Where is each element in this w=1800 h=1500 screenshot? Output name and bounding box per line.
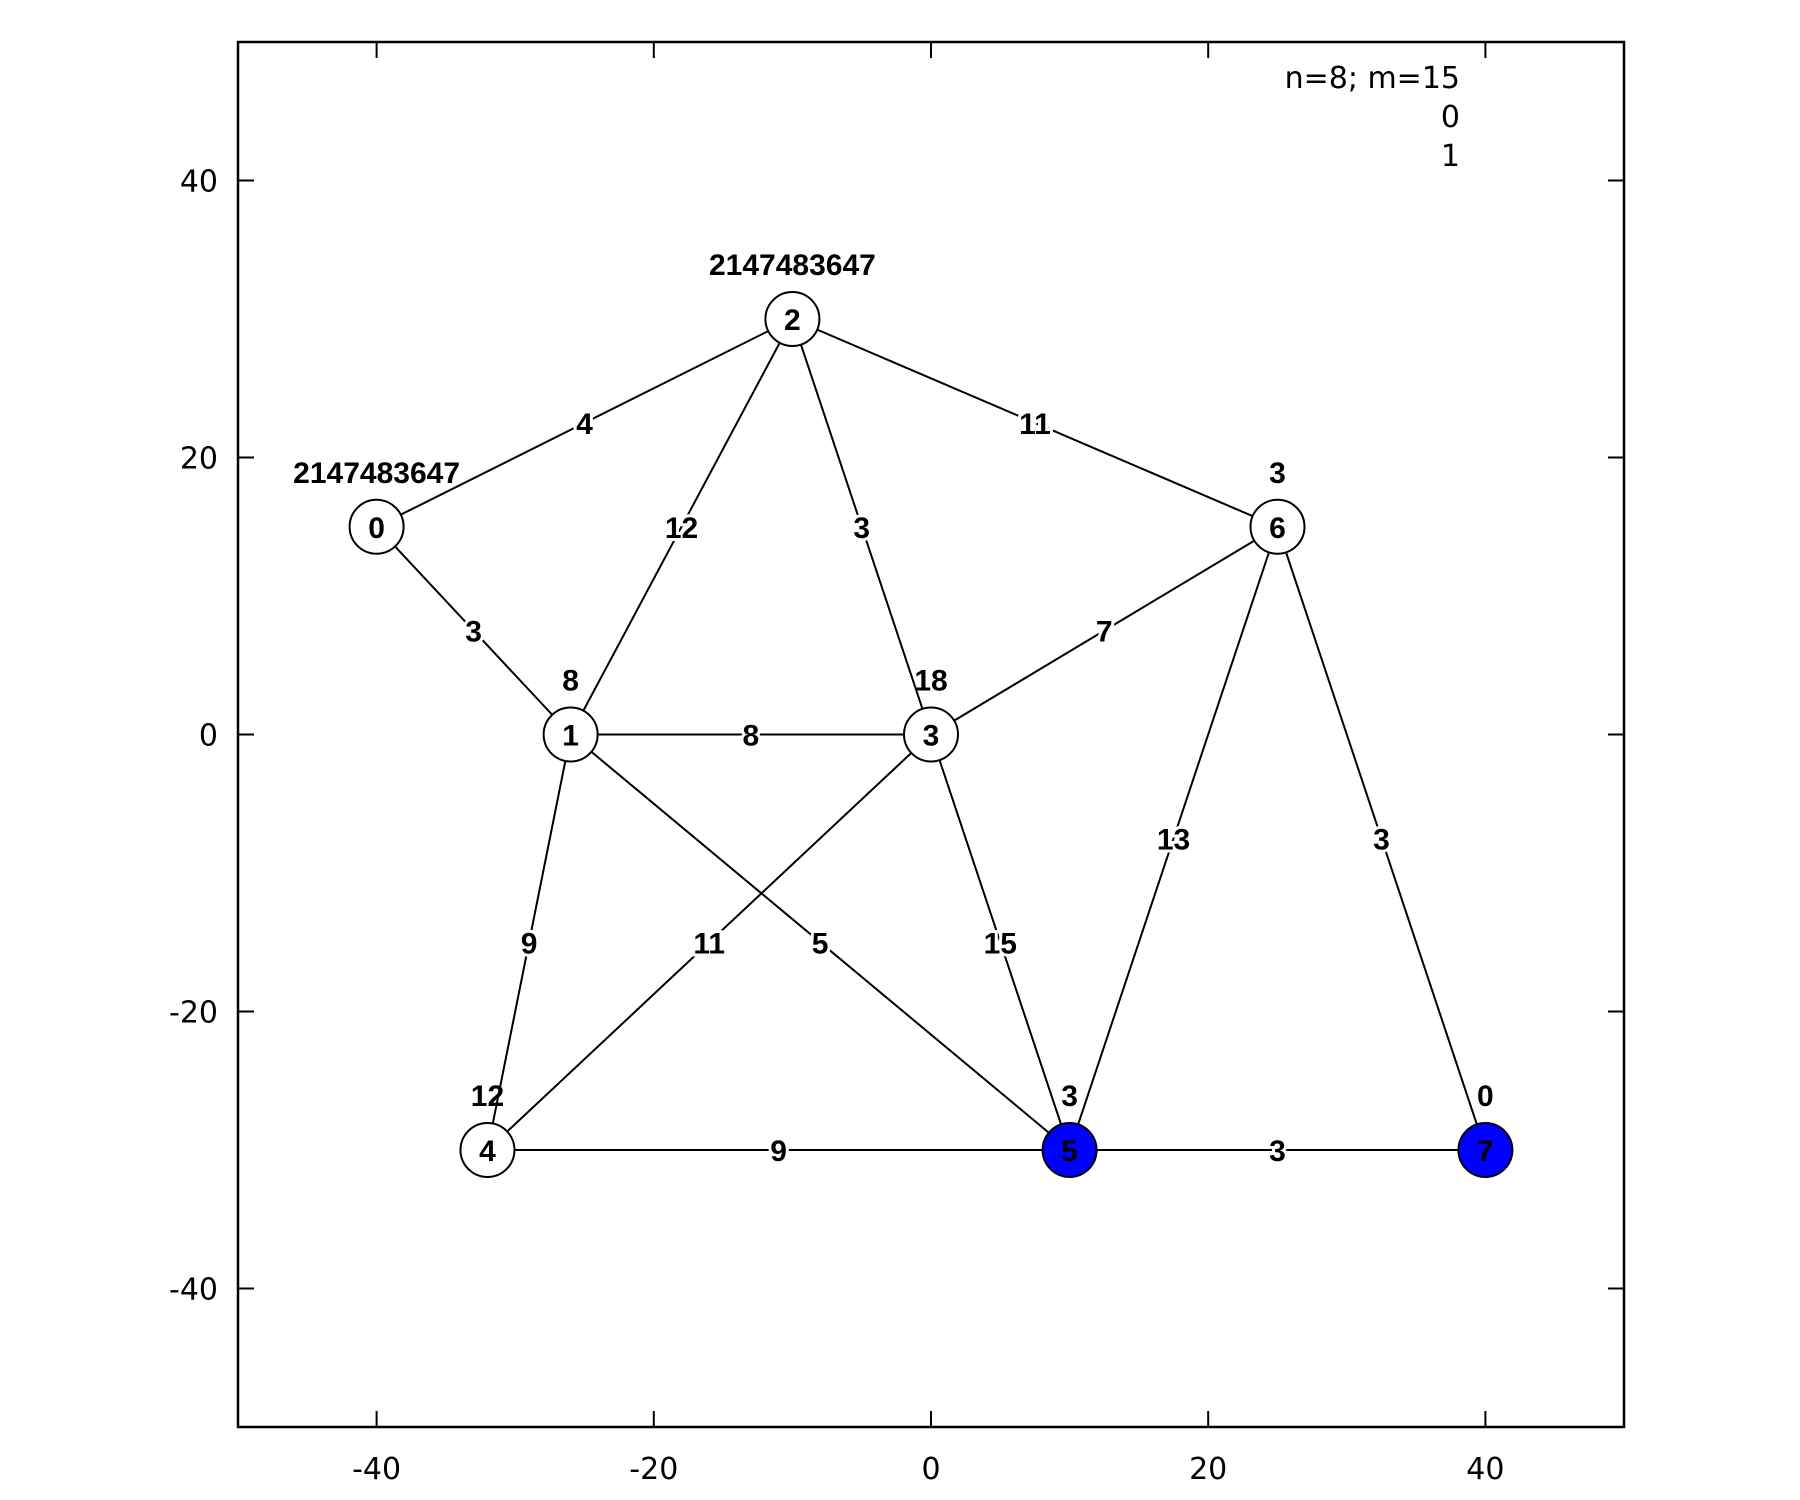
- node-id-label: 3: [923, 720, 940, 753]
- legend: n=8; m=15 0 1: [1285, 61, 1460, 174]
- edge-weight-label: 3: [465, 616, 482, 649]
- node-id-label: 2: [784, 304, 801, 337]
- node-circle: [459, 1122, 516, 1178]
- node-id-label: 4: [479, 1135, 496, 1168]
- x-tick-label: 20: [1189, 1452, 1227, 1487]
- edge-weight-label: 8: [742, 720, 759, 753]
- edge-weight-label: 11: [693, 927, 725, 960]
- edge-1-5: [570, 733, 1071, 1151]
- legend-line: n=8; m=15: [1285, 61, 1460, 96]
- edge-weight-label: 9: [770, 1135, 787, 1168]
- node-id-label: 5: [1061, 1135, 1078, 1168]
- node-4: 4 12: [459, 1080, 516, 1178]
- edge-weight-label: 4: [576, 408, 593, 441]
- node-distance-label: 2147483647: [709, 249, 876, 282]
- edge-weight-label: 5: [812, 927, 829, 960]
- edge-6-3: [930, 525, 1279, 736]
- edge-weight-label: 7: [1096, 616, 1113, 649]
- edge-2-6: [792, 318, 1278, 528]
- y-tick-label: 20: [180, 442, 218, 477]
- edge-weight-label: 13: [1157, 823, 1190, 856]
- y-tick-label: 40: [180, 165, 218, 200]
- edge-2-3: [791, 318, 932, 735]
- x-tick-label: 40: [1466, 1452, 1504, 1487]
- node-circle: [903, 706, 959, 763]
- node-circle: [348, 498, 405, 555]
- edge-1-4: [486, 734, 572, 1151]
- edge-6-5: [1068, 526, 1279, 1151]
- node-distance-label: 8: [562, 665, 579, 698]
- x-tick-label: -40: [352, 1452, 401, 1487]
- node-id-label: 6: [1269, 512, 1286, 545]
- node-2: 2 2147483647: [709, 249, 876, 347]
- node-7: 70: [1457, 1080, 1514, 1178]
- node-circle: [1249, 498, 1306, 555]
- edge-3-4: [486, 733, 932, 1151]
- node-circle: [764, 291, 821, 347]
- edge-0-2: [376, 318, 793, 528]
- legend-line: 0: [1441, 100, 1460, 135]
- node-0: 0 2147483647: [293, 457, 460, 555]
- node-distance-label: 3: [1269, 457, 1286, 490]
- node-5: 53: [1041, 1080, 1098, 1178]
- node-distance-label: 2147483647: [293, 457, 460, 490]
- edges: [375, 318, 1487, 1151]
- edge-weight-label: 15: [984, 927, 1017, 960]
- y-tick-label: -40: [169, 1273, 218, 1308]
- y-tick-label: -20: [169, 996, 218, 1031]
- node-id-label: 7: [1477, 1135, 1494, 1168]
- edge-weight-label: 3: [1269, 1135, 1286, 1168]
- node-distance-label: 0: [1477, 1080, 1494, 1113]
- edge-weight-label: 9: [521, 927, 538, 960]
- node-distance-label: 12: [471, 1080, 504, 1113]
- x-tick-label: 0: [921, 1452, 940, 1487]
- x-tick-label: -20: [629, 1452, 678, 1487]
- node-id-label: 1: [562, 720, 579, 753]
- edge-weight-label: 11: [1019, 408, 1051, 441]
- edge-weight-label: 3: [1373, 823, 1390, 856]
- node-circle: [1457, 1122, 1514, 1178]
- node-6: 63: [1249, 457, 1306, 555]
- node-distance-label: 3: [1061, 1080, 1078, 1113]
- edge-0-1: [375, 526, 572, 736]
- node-circle: [1041, 1122, 1098, 1178]
- node-circle: [542, 706, 599, 763]
- y-tick-label: 0: [199, 719, 218, 754]
- plot-frame: [236, 40, 1626, 1429]
- edge-weight-label: 12: [665, 512, 698, 545]
- edge-3-5: [930, 734, 1071, 1151]
- edge-6-7: [1276, 526, 1487, 1151]
- node-1: 18: [542, 665, 599, 763]
- node-distance-label: 18: [914, 665, 947, 698]
- node-id-label: 0: [368, 512, 385, 545]
- legend-line: 1: [1441, 139, 1460, 174]
- edge-weight-label: 3: [853, 512, 870, 545]
- edge-2-1: [569, 318, 794, 735]
- node-3: 3 18: [903, 665, 959, 763]
